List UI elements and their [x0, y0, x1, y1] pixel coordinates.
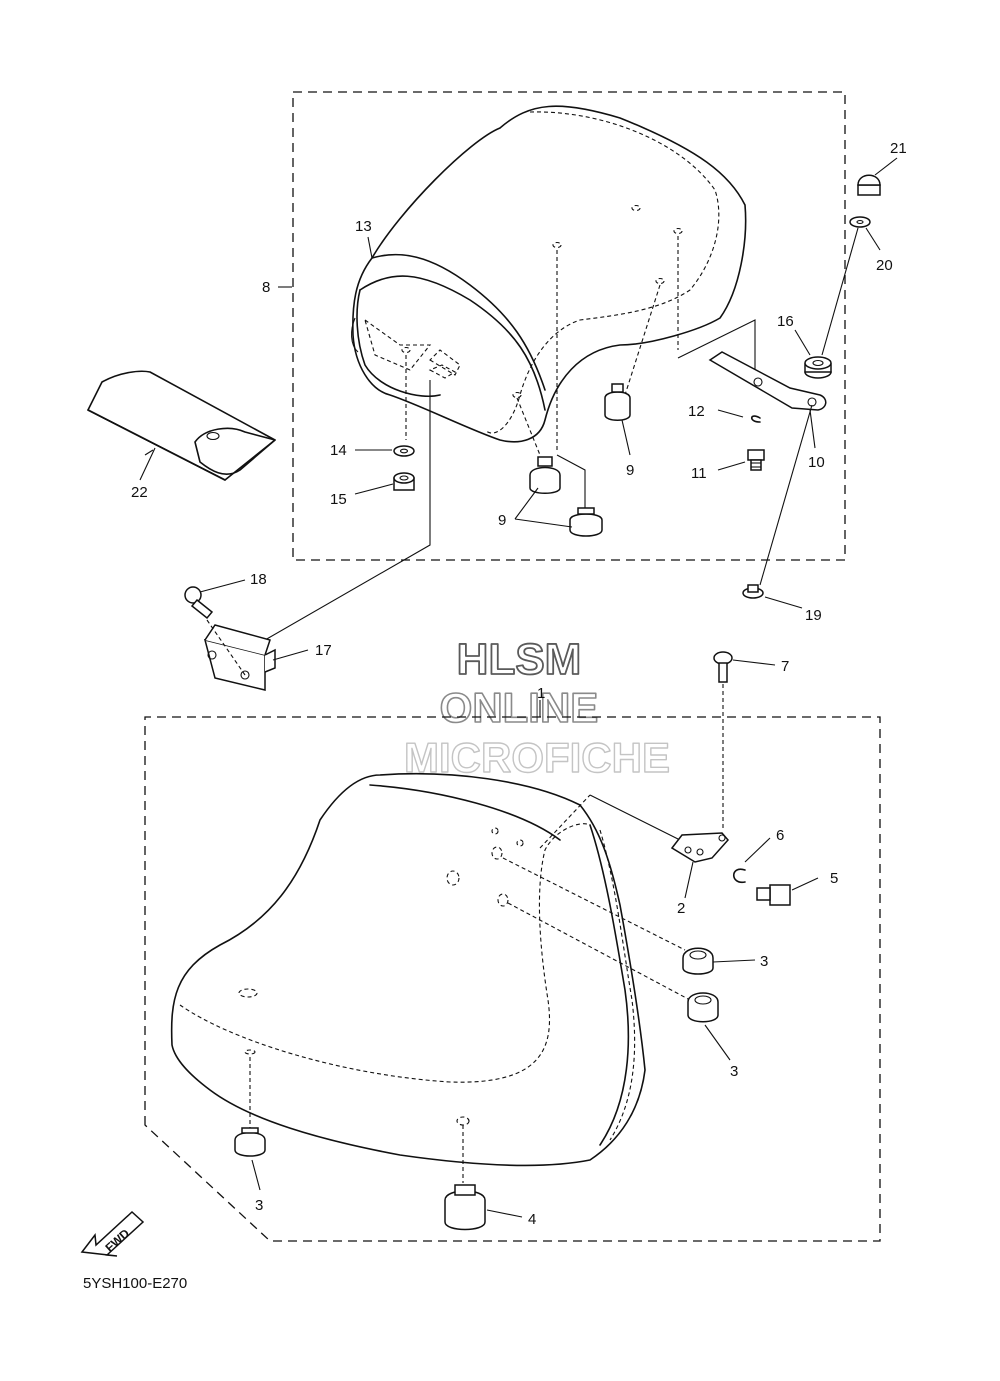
callout-20: 20 — [876, 257, 893, 274]
callout-9-upper: 9 — [626, 462, 634, 479]
damper-4 — [444, 1184, 486, 1231]
callout-4: 4 — [528, 1211, 536, 1228]
front-seat-group-boundary — [144, 716, 881, 1242]
forward-direction-arrow: FWD — [80, 1210, 145, 1257]
callout-3-upper: 3 — [760, 953, 768, 970]
callout-3-lower: 3 — [255, 1197, 263, 1214]
callout-21: 21 — [890, 140, 907, 157]
washer-20 — [849, 216, 871, 228]
rubber-3-upper — [682, 947, 714, 975]
bracket-17 — [203, 624, 276, 691]
watermark-line-2: ONLINE — [440, 684, 599, 731]
callout-16: 16 — [777, 313, 794, 330]
bolt-18 — [184, 586, 214, 620]
washer-14 — [393, 445, 415, 457]
callout-10: 10 — [808, 454, 825, 471]
callout-18: 18 — [250, 571, 267, 588]
callout-11: 11 — [691, 465, 707, 482]
seat-cover-22 — [87, 370, 276, 481]
callout-7: 7 — [781, 658, 789, 675]
rear-seat-group-boundary — [292, 91, 846, 561]
callout-14: 14 — [330, 442, 347, 459]
clip-19 — [742, 584, 764, 599]
callout-9-lower: 9 — [498, 512, 506, 529]
front-seat — [170, 773, 646, 1167]
nut-15 — [393, 472, 415, 491]
callout-13: 13 — [355, 218, 372, 235]
bracket-2 — [670, 832, 729, 863]
callout-15: 15 — [330, 491, 347, 508]
callout-6: 6 — [776, 827, 784, 844]
rubber-damper-9 — [529, 383, 631, 537]
callout-leaders — [139, 157, 898, 1218]
bolt-11 — [747, 449, 765, 471]
clip-12 — [750, 415, 761, 423]
diagram-code: 5YSH100-E270 — [83, 1275, 187, 1292]
grommet-16 — [804, 356, 832, 379]
callout-22: 22 — [131, 484, 148, 501]
rubber-3-lower — [234, 1127, 266, 1157]
watermark-line-1: HLSM — [457, 635, 582, 684]
callout-1: 1 — [537, 685, 545, 702]
callout-19: 19 — [805, 607, 822, 624]
rear-seat — [351, 105, 747, 443]
clip-6 — [732, 868, 746, 883]
callout-17: 17 — [315, 642, 332, 659]
callout-2: 2 — [677, 900, 685, 917]
callout-12: 12 — [688, 403, 705, 420]
callout-3-middle: 3 — [730, 1063, 738, 1080]
screw-7 — [713, 651, 733, 683]
watermark-line-3: MICROFICHE — [404, 734, 670, 781]
rubber-3-middle — [687, 992, 719, 1023]
callout-8: 8 — [262, 279, 270, 296]
callout-5: 5 — [830, 870, 838, 887]
bolt-5 — [756, 884, 791, 906]
cap-nut-21 — [857, 174, 881, 196]
